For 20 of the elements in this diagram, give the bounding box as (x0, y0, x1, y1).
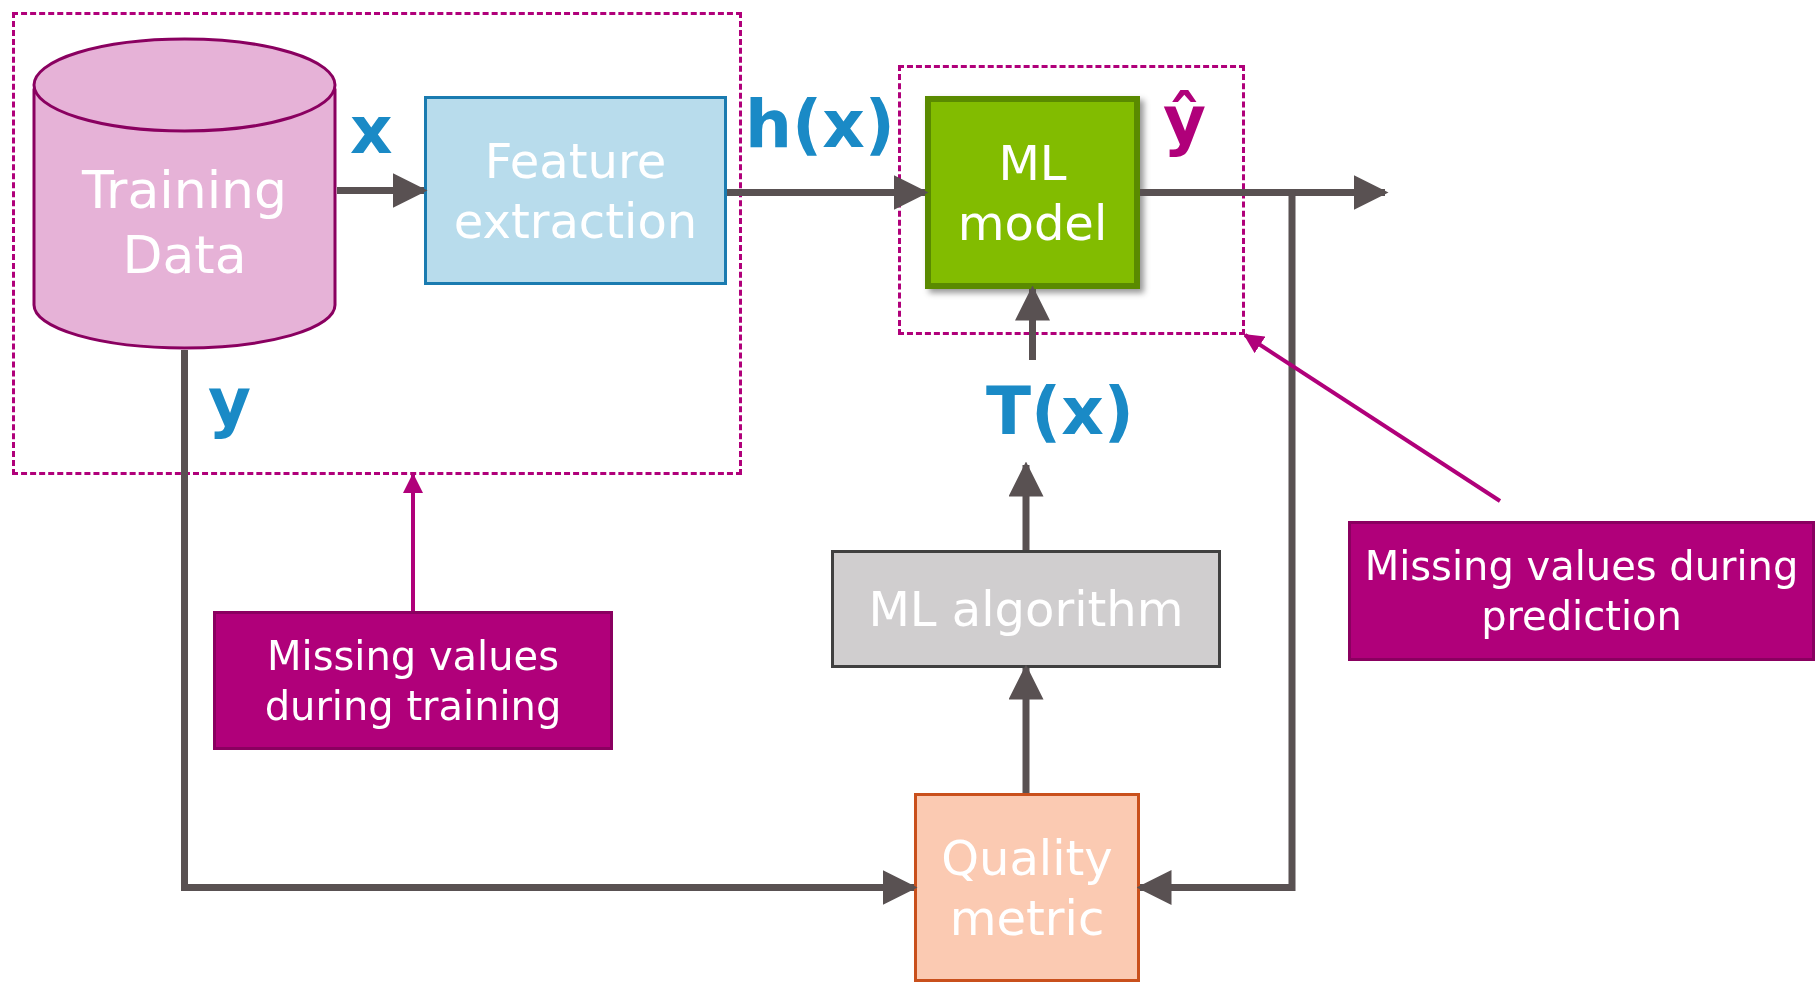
node-label: Feature extraction (452, 131, 699, 251)
note-box (1348, 521, 1815, 661)
note-box (213, 611, 613, 750)
leader-arrow (403, 473, 423, 611)
cylinder-label: Training Data (80, 158, 289, 287)
node-label: Missing values during prediction (1363, 542, 1800, 641)
process-box (914, 793, 1140, 982)
node-label: ML model (956, 133, 1109, 253)
process-box (424, 96, 727, 285)
process-box (831, 550, 1221, 668)
node-label: Quality metric (940, 828, 1114, 948)
arrow (1008, 461, 1044, 550)
dashed-region (898, 65, 1245, 335)
process-box (925, 96, 1140, 289)
leader-arrow (1243, 333, 1502, 503)
node-label: T(x) (986, 372, 1134, 453)
node-label: Missing values during training (263, 631, 563, 731)
edge-label: x (350, 98, 393, 164)
dashed-region (12, 12, 742, 475)
edge-label: h(x) (745, 92, 895, 158)
